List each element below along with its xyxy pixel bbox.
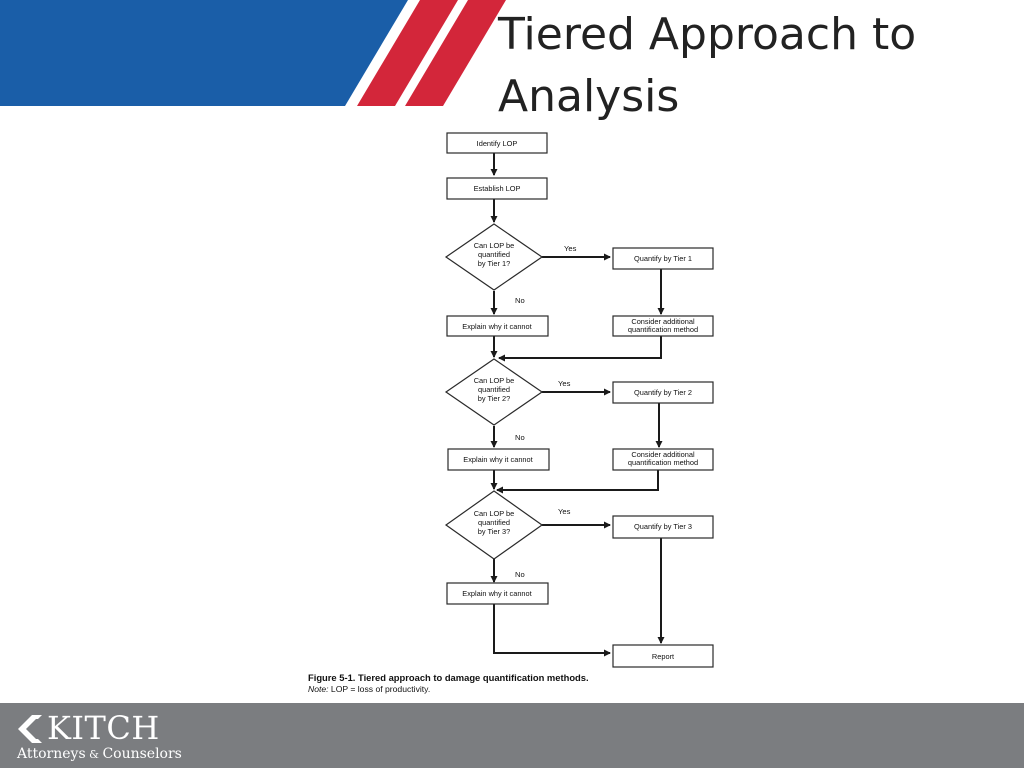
figure-note-text: LOP = loss of productivity.: [328, 684, 431, 694]
tier-3-no-label: No: [515, 570, 525, 579]
kitch-logo-mark-icon: [18, 715, 42, 743]
node-explain-tier-3-box: [446, 582, 549, 605]
logo-tagline-part-2: Counselors: [102, 746, 182, 762]
node-establish-lop-box: [446, 177, 548, 200]
node-consider-tier-2: Consider additional quantification metho…: [612, 448, 714, 471]
decision-tier-3-line-3: by Tier 3?: [478, 527, 510, 536]
flowchart-diagram: Identify LOP Establish LOP Can LOP be qu…: [444, 132, 714, 668]
node-quantify-tier-2-box: [612, 381, 714, 404]
decision-tier-2-line-1: Can LOP be: [474, 376, 515, 385]
decision-tier-2-line-2: quantified: [478, 385, 510, 394]
tier-3-yes-label: Yes: [558, 507, 571, 516]
header-banner: [0, 0, 506, 106]
node-consider-tier-1-line-1: Consider additional: [631, 317, 695, 326]
banner-red-stripe-1: [357, 0, 458, 106]
flowchart-figure: Identify LOP Establish LOP Can LOP be qu…: [303, 127, 740, 697]
logo-tagline-part-1: Attorneys: [17, 746, 86, 762]
figure-note: Note: LOP = loss of productivity.: [308, 684, 430, 694]
node-quantify-tier-1-box: [612, 247, 714, 270]
node-explain-tier-1-text: Explain why it cannot: [462, 322, 531, 331]
node-explain-tier-3-text: Explain why it cannot: [462, 589, 531, 598]
node-quantify-tier-3: Quantify by Tier 3: [612, 515, 714, 539]
node-explain-tier-2-text: Explain why it cannot: [463, 455, 532, 464]
tier-1-yes-label: Yes: [564, 244, 577, 253]
logo-tagline-ampersand: &: [85, 748, 103, 761]
decision-tier-1: Can LOP be quantified by Tier 1?: [444, 223, 544, 291]
node-establish-lop: Establish LOP: [446, 177, 548, 200]
node-consider-tier-2-box: [612, 448, 714, 471]
decision-tier-1-line-2: quantified: [478, 250, 510, 259]
slide-title: Tiered Approach to Analysis: [498, 4, 1018, 128]
decision-tier-2: Can LOP be quantified by Tier 2?: [444, 358, 544, 426]
tier-2-yes-label: Yes: [558, 379, 571, 388]
tier-1-no-label: No: [515, 296, 525, 305]
decision-tier-1-line-3: by Tier 1?: [478, 259, 510, 268]
node-consider-tier-1: Consider additional quantification metho…: [612, 315, 714, 337]
connector-tier1consider-merge: [498, 336, 662, 362]
slide-title-line-2: Analysis: [498, 71, 680, 122]
node-explain-tier-2: Explain why it cannot: [447, 448, 550, 471]
node-quantify-tier-1-text: Quantify by Tier 1: [634, 254, 692, 263]
node-establish-lop-text: Establish LOP: [474, 184, 521, 193]
node-report-box: [612, 644, 714, 668]
node-quantify-tier-1: Quantify by Tier 1: [612, 247, 714, 270]
node-report-text: Report: [652, 652, 674, 661]
logo-firm-name: KITCH: [47, 709, 160, 747]
decision-tier-3: Can LOP be quantified by Tier 3?: [444, 490, 544, 560]
node-quantify-tier-3-text: Quantify by Tier 3: [634, 522, 692, 531]
node-consider-tier-1-box: [612, 315, 714, 337]
footer-bar: KITCH Attorneys & Counselors: [0, 703, 1024, 768]
node-explain-tier-1: Explain why it cannot: [446, 315, 549, 337]
node-quantify-tier-2: Quantify by Tier 2: [612, 381, 714, 404]
decision-tier-2-line-3: by Tier 2?: [478, 394, 510, 403]
node-explain-tier-2-box: [447, 448, 550, 471]
decision-tier-2-diamond: [444, 358, 544, 426]
tier-2-no-label: No: [515, 433, 525, 442]
flowchart-connectors: [490, 153, 665, 657]
node-explain-tier-1-box: [446, 315, 549, 337]
node-identify-lop: Identify LOP: [446, 132, 548, 154]
banner-blue-band: [0, 0, 408, 106]
node-identify-lop-text: Identify LOP: [477, 139, 518, 148]
decision-tier-1-line-1: Can LOP be: [474, 241, 515, 250]
node-report: Report: [612, 644, 714, 668]
node-consider-tier-2-line-1: Consider additional: [631, 450, 695, 459]
node-consider-tier-1-line-2: quantification method: [628, 325, 698, 334]
figure-caption: Figure 5-1. Tiered approach to damage qu…: [308, 672, 589, 683]
slide-title-line-1: Tiered Approach to: [498, 9, 917, 60]
decision-tier-3-line-2: quantified: [478, 518, 510, 527]
node-quantify-tier-3-box: [612, 515, 714, 539]
logo-tagline: Attorneys & Counselors: [17, 746, 182, 763]
node-identify-lop-box: [446, 132, 548, 154]
connector-tier3explain-report: [493, 604, 611, 657]
decision-tier-3-line-1: Can LOP be: [474, 509, 515, 518]
node-quantify-tier-2-text: Quantify by Tier 2: [634, 388, 692, 397]
decision-tier-3-diamond: [444, 490, 544, 560]
figure-note-label: Note:: [308, 684, 329, 694]
node-explain-tier-3: Explain why it cannot: [446, 582, 549, 605]
node-consider-tier-2-line-2: quantification method: [628, 458, 698, 467]
connector-tier2consider-merge: [496, 470, 659, 494]
banner-red-stripe-2: [405, 0, 506, 106]
decision-tier-1-diamond: [444, 223, 544, 291]
